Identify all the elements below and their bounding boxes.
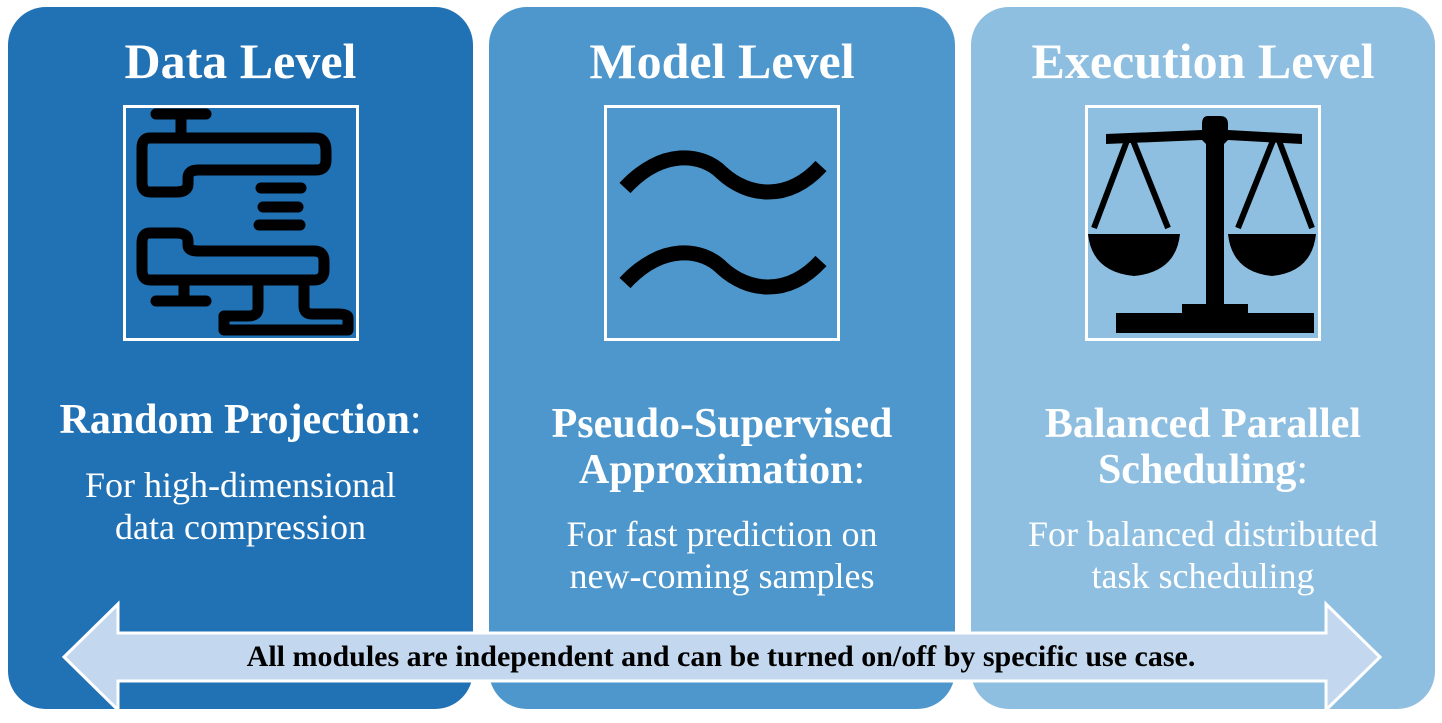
execution-level-icon-frame <box>1085 105 1321 341</box>
data-level-description: For high-dimensional data compression <box>8 464 473 548</box>
method-name: Balanced Parallel <box>1044 401 1362 447</box>
execution-level-title: Execution Level <box>1031 33 1375 89</box>
execution-level-panel: Execution Level Balanced Parallel Schedu… <box>971 7 1435 709</box>
description-line: task scheduling <box>1091 556 1315 596</box>
execution-level-method: Balanced Parallel Scheduling: <box>971 401 1435 493</box>
colon: : <box>853 447 866 493</box>
balance-scale-icon <box>1088 116 1316 333</box>
description-line: For high-dimensional <box>85 465 396 505</box>
model-level-title: Model Level <box>589 33 855 89</box>
description-line: new-coming samples <box>569 556 875 596</box>
data-level-method: Random Projection: <box>8 397 473 443</box>
model-level-panel: Model Level Pseudo-Supervised Approximat… <box>489 7 955 709</box>
arrow-label: All modules are independent and can be t… <box>246 640 1196 673</box>
model-level-icon-frame <box>604 105 840 341</box>
colon: : <box>409 397 422 443</box>
method-name: Scheduling <box>1097 447 1297 493</box>
model-level-method: Pseudo-Supervised Approximation: <box>489 401 955 493</box>
method-name: Approximation <box>578 447 854 493</box>
model-level-description: For fast prediction on new-coming sample… <box>489 513 955 597</box>
method-name: Random Projection <box>59 397 410 443</box>
colon: : <box>1296 447 1309 493</box>
method-name: Pseudo-Supervised <box>551 401 893 447</box>
description-line: For fast prediction on <box>566 514 878 554</box>
description-line: For balanced distributed <box>1028 514 1378 554</box>
data-level-icon-frame <box>122 105 359 341</box>
approximately-equal-icon <box>619 150 827 295</box>
data-level-title: Data Level <box>124 33 357 89</box>
execution-level-description: For balanced distributed task scheduling <box>971 513 1435 597</box>
description-line: data compression <box>115 507 366 547</box>
vise-clamp-icon <box>136 108 353 336</box>
data-level-panel: Data Level Random Projection: For high-d… <box>8 7 473 709</box>
